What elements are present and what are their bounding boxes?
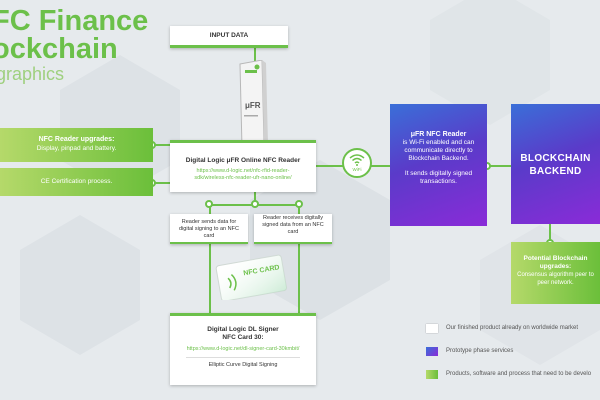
nfc-reader-upgrades-text: Display, pinpad and battery. (36, 145, 117, 152)
connector-dot (205, 200, 213, 208)
nfc-reader-upgrades-heading: NFC Reader upgrades: (38, 136, 115, 143)
nfc-reader-upgrades-card: NFC Reader upgrades: Display, pinpad and… (0, 128, 153, 162)
connector-wifi-to-ufr (370, 165, 390, 167)
legend-label-finished: Our finished product already on worldwid… (446, 325, 579, 331)
online-nfc-reader-link[interactable]: https://www.d-logic.net/nfc-rfid-reader-… (194, 168, 292, 181)
legend-label-to-develop: Products, software and process that need… (446, 371, 592, 377)
online-nfc-reader-title: Digital Logic μFR Online NFC Reader (185, 157, 301, 164)
dl-signer-footer: Elliptic Curve Digital Signing (208, 362, 278, 368)
dl-signer-title-line2: NFC Card 30: (222, 334, 264, 341)
page-title-line1: FC Finance (0, 5, 149, 37)
legend-swatch-prototype (426, 347, 438, 356)
wifi-icon (349, 154, 365, 166)
blockchain-backend-card: BLOCKCHAIN BACKEND (511, 104, 600, 224)
connector-branch-left (209, 204, 211, 314)
dl-signer-box: Digital Logic DL Signer NFC Card 30: htt… (170, 313, 316, 385)
page-title-line2: ockchain (0, 33, 118, 65)
reader-receives-box: Reader receives digitally signed data fr… (254, 214, 332, 244)
ufr-reader-text2: It sends digitally signed transactions. (404, 170, 473, 185)
wifi-badge: WiFi (342, 148, 372, 178)
reader-receives-text: Reader receives digitally signed data fr… (262, 215, 324, 235)
blockchain-backend-line2: BACKEND (529, 166, 582, 177)
dl-signer-title-line1: Digital Logic DL Signer (207, 326, 279, 333)
ce-certification-card: CE Certification process. (0, 168, 153, 196)
input-data-box: INPUT DATA (170, 26, 288, 48)
connector-reader-to-wifi (316, 165, 344, 167)
page-subtitle: graphics (0, 64, 65, 84)
ufr-reader-heading: μFR NFC Reader (410, 131, 467, 138)
nfc-card-illustration: NFC CARD (215, 254, 288, 300)
ce-certification-text: CE Certification process. (40, 178, 113, 185)
input-data-label: INPUT DATA (209, 32, 249, 39)
connector-reader-down (254, 192, 256, 204)
connector-ufr-to-blockchain (487, 165, 511, 167)
device-label: μFR (245, 101, 261, 110)
ufr-reader-text: is Wi-Fi enabled and can communicate dir… (402, 139, 475, 162)
dl-signer-divider (186, 357, 300, 358)
nfc-reader-device-illustration: μFR (239, 60, 268, 149)
connector-dot (295, 200, 303, 208)
blockchain-backend-line1: BLOCKCHAIN (520, 153, 591, 164)
ufr-reader-card: μFR NFC Reader is Wi-Fi enabled and can … (390, 104, 487, 226)
connector-ce-to-reader (152, 182, 182, 184)
reader-sends-text: Reader sends data for digital signing to… (179, 219, 239, 239)
potential-upgrades-card: Potential Blockchain upgrades: Consensus… (511, 242, 600, 304)
potential-upgrades-text: Consensus algorithm peer to peer network… (517, 272, 594, 286)
wifi-label: WiFi (352, 167, 362, 172)
reader-sends-box: Reader sends data for digital signing to… (170, 214, 248, 244)
legend-swatch-to-develop (426, 370, 438, 379)
legend-label-prototype: Prototype phase services (446, 348, 514, 354)
legend-swatch-finished (426, 324, 438, 333)
connector-branch-right (298, 204, 300, 314)
dl-signer-link[interactable]: https://www.d-logic.net/dl-signer-card-3… (186, 346, 300, 352)
online-nfc-reader-box: Digital Logic μFR Online NFC Reader http… (170, 140, 316, 192)
connector-dot (251, 200, 259, 208)
potential-upgrades-heading: Potential Blockchain upgrades: (523, 255, 588, 270)
connector-blockchain-to-upgrades (549, 224, 551, 242)
